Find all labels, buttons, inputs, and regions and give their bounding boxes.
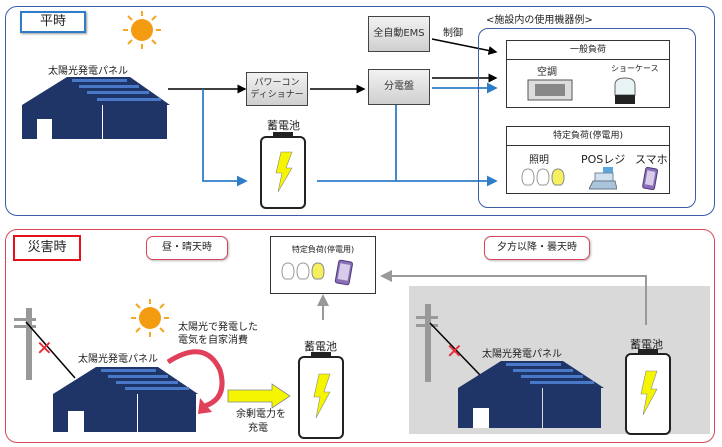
aircon-icon <box>527 79 573 101</box>
solar-panel-label: 太陽光発電パネル <box>48 66 128 77</box>
equip-aircon-label: 空調 <box>537 67 557 78</box>
battery-icon <box>260 132 306 209</box>
night-battery-label: 蓄電池 <box>630 338 663 351</box>
equip-lighting-label: 照明 <box>529 155 549 166</box>
daytime-label: 昼・晴天時 <box>146 236 228 260</box>
house-solar-icon <box>22 77 170 139</box>
disaster-sun-icon <box>131 299 169 337</box>
night-solar-panel-label: 太陽光発電パネル <box>482 349 562 360</box>
normal-flow-lines <box>168 38 498 187</box>
self-consume-line1: 太陽光で発電した <box>178 322 258 333</box>
surplus-line2: 充電 <box>248 423 268 434</box>
showcase-icon <box>614 77 636 104</box>
grid-cut-icon: ✕ <box>36 336 53 360</box>
night-house-solar-icon <box>458 361 604 428</box>
equip-showcase-label: ショーケース <box>611 64 659 73</box>
equip-smartphone-label: スマホ <box>635 153 668 166</box>
ems-box: 全自動EMS <box>368 16 430 52</box>
disaster-specific-load-box: 特定負荷(停電用) <box>270 236 376 294</box>
distribution-board-box: 分電盤 <box>368 69 430 105</box>
disaster-devices-icon <box>281 259 353 286</box>
power-conditioner-box: パワーコン ディショナー <box>246 72 308 106</box>
disaster-battery-icon <box>298 352 344 439</box>
general-load-title: 一般負荷 <box>507 41 669 60</box>
general-load-box: 一般負荷 空調 ショーケース <box>506 40 670 108</box>
equipment-title: <施設内の使用機器例> <box>486 15 593 26</box>
disaster-specific-load-title: 特定負荷(停電用) <box>291 245 355 254</box>
disaster-frame <box>5 229 715 443</box>
smartphone-icon <box>642 167 659 191</box>
pos-register-icon <box>589 167 617 190</box>
self-consume-line2: 電気を自家消費 <box>178 335 248 346</box>
equip-pos-label: POSレジ <box>581 153 626 166</box>
power-conditioner-line2: ディショナー <box>250 90 304 100</box>
light-bulbs-icon <box>521 168 565 186</box>
power-conditioner-line1: パワーコン <box>254 78 300 88</box>
disaster-solar-panel-label: 太陽光発電パネル <box>78 354 158 365</box>
night-grid-cut-icon: ✕ <box>446 339 463 363</box>
disaster-flow-lines <box>14 270 647 414</box>
normal-time-label: 平時 <box>20 11 86 33</box>
battery-label: 蓄電池 <box>267 119 300 132</box>
specific-load-title: 特定負荷(停電用) <box>507 127 669 146</box>
sun-icon <box>123 11 161 49</box>
equipment-frame <box>478 28 696 208</box>
specific-load-box: 特定負荷(停電用) 照明 POSレジ スマホ <box>506 126 670 194</box>
surplus-line1: 余剰電力を <box>236 409 286 420</box>
control-label: 制御 <box>443 28 463 39</box>
disaster-label: 災害時 <box>13 235 81 261</box>
disaster-house-solar-icon <box>53 367 198 432</box>
disaster-battery-label: 蓄電池 <box>304 340 337 353</box>
night-battery-icon <box>625 349 671 435</box>
moon-icon <box>571 299 602 331</box>
night-label: 夕方以降・曇天時 <box>484 236 590 260</box>
normal-time-frame <box>5 6 715 216</box>
